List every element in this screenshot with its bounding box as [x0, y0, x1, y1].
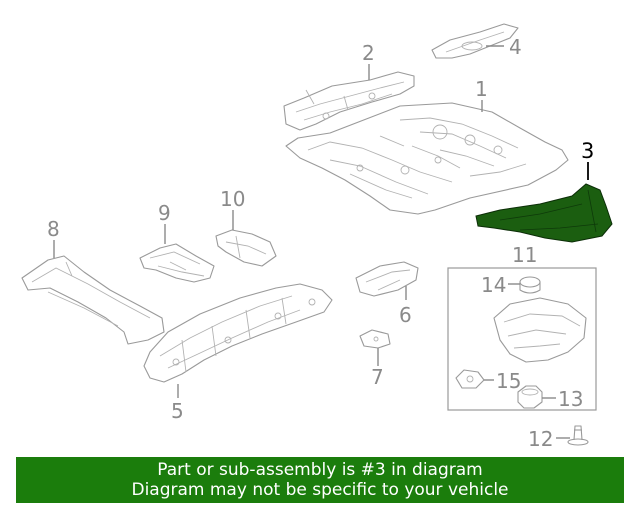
callout-7: 7 [371, 365, 384, 389]
callout-13: 13 [558, 387, 583, 411]
callout-11: 11 [512, 243, 537, 267]
part-5-frame-rail[interactable] [143, 283, 333, 383]
part-1-floor-pan[interactable] [285, 102, 569, 215]
callout-3: 3 [581, 139, 594, 163]
callout-9: 9 [158, 201, 171, 225]
part-15-clip[interactable] [455, 369, 485, 389]
callout-12: 12 [528, 427, 553, 451]
part-3-highlighted-panel[interactable] [475, 183, 613, 243]
callout-5: 5 [171, 399, 184, 423]
callout-14: 14 [481, 273, 506, 297]
part-2-rear-member[interactable] [283, 71, 415, 131]
part-7-plate[interactable] [359, 329, 391, 349]
callout-10: 10 [220, 187, 245, 211]
callout-15: 15 [496, 369, 521, 393]
diagram-notice-banner: Part or sub-assembly is #3 in diagram Di… [16, 457, 624, 503]
sub-assembly-11-box [447, 267, 597, 411]
banner-line-1: Part or sub-assembly is #3 in diagram [157, 460, 483, 480]
part-12-push-clip[interactable] [567, 425, 589, 446]
callout-8: 8 [47, 217, 60, 241]
callout-4: 4 [509, 35, 522, 59]
callout-2: 2 [362, 41, 375, 65]
part-8-side-rail[interactable] [21, 255, 165, 345]
banner-line-2: Diagram may not be specific to your vehi… [131, 480, 509, 500]
part-10-bracket[interactable] [215, 229, 277, 267]
callout-1: 1 [475, 77, 488, 101]
part-4-bracket[interactable] [431, 23, 519, 59]
part-11-undercover[interactable] [493, 297, 587, 363]
part-13-bolt[interactable] [517, 385, 543, 409]
part-6-bracket[interactable] [355, 261, 419, 297]
callout-6: 6 [399, 303, 412, 327]
part-14-nut[interactable] [519, 276, 541, 294]
part-9-cross-member[interactable] [139, 243, 215, 283]
